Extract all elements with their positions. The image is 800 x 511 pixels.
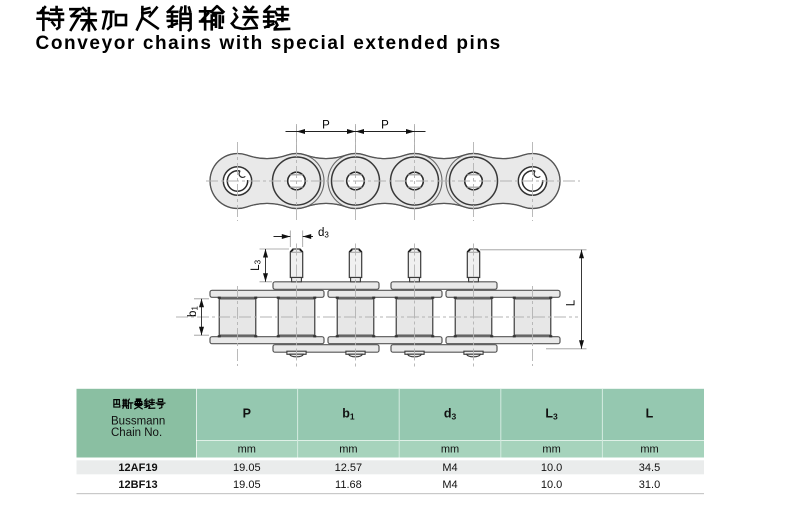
svg-text:10.0: 10.0 (541, 479, 562, 491)
svg-text:L: L (566, 299, 578, 306)
svg-text:mm: mm (441, 444, 459, 456)
svg-text:M4: M4 (442, 462, 457, 474)
svg-text:34.5: 34.5 (639, 462, 660, 474)
svg-text:M4: M4 (442, 479, 457, 491)
svg-text:12BF13: 12BF13 (118, 479, 157, 491)
svg-text:12AF19: 12AF19 (118, 462, 157, 474)
svg-text:P: P (322, 120, 330, 132)
svg-text:mm: mm (238, 444, 256, 456)
svg-text:10.0: 10.0 (541, 462, 562, 474)
svg-text:mm: mm (542, 444, 560, 456)
svg-text:Chain No.: Chain No. (111, 427, 162, 439)
svg-text:d3: d3 (318, 227, 329, 240)
svg-text:P: P (381, 120, 389, 132)
svg-text:19.05: 19.05 (233, 462, 261, 474)
svg-text:12.57: 12.57 (335, 462, 363, 474)
svg-text:P: P (243, 407, 251, 421)
svg-text:31.0: 31.0 (639, 479, 660, 491)
svg-text:mm: mm (640, 444, 658, 456)
svg-text:L: L (646, 407, 654, 421)
svg-text:L3: L3 (250, 259, 263, 270)
svg-text:b1: b1 (187, 306, 200, 317)
svg-text:11.68: 11.68 (335, 479, 362, 491)
svg-text:Conveyor chains with special e: Conveyor chains with special extended pi… (36, 33, 502, 54)
svg-text:19.05: 19.05 (233, 479, 261, 491)
svg-text:mm: mm (339, 444, 357, 456)
svg-text:Bussmann: Bussmann (111, 416, 165, 428)
